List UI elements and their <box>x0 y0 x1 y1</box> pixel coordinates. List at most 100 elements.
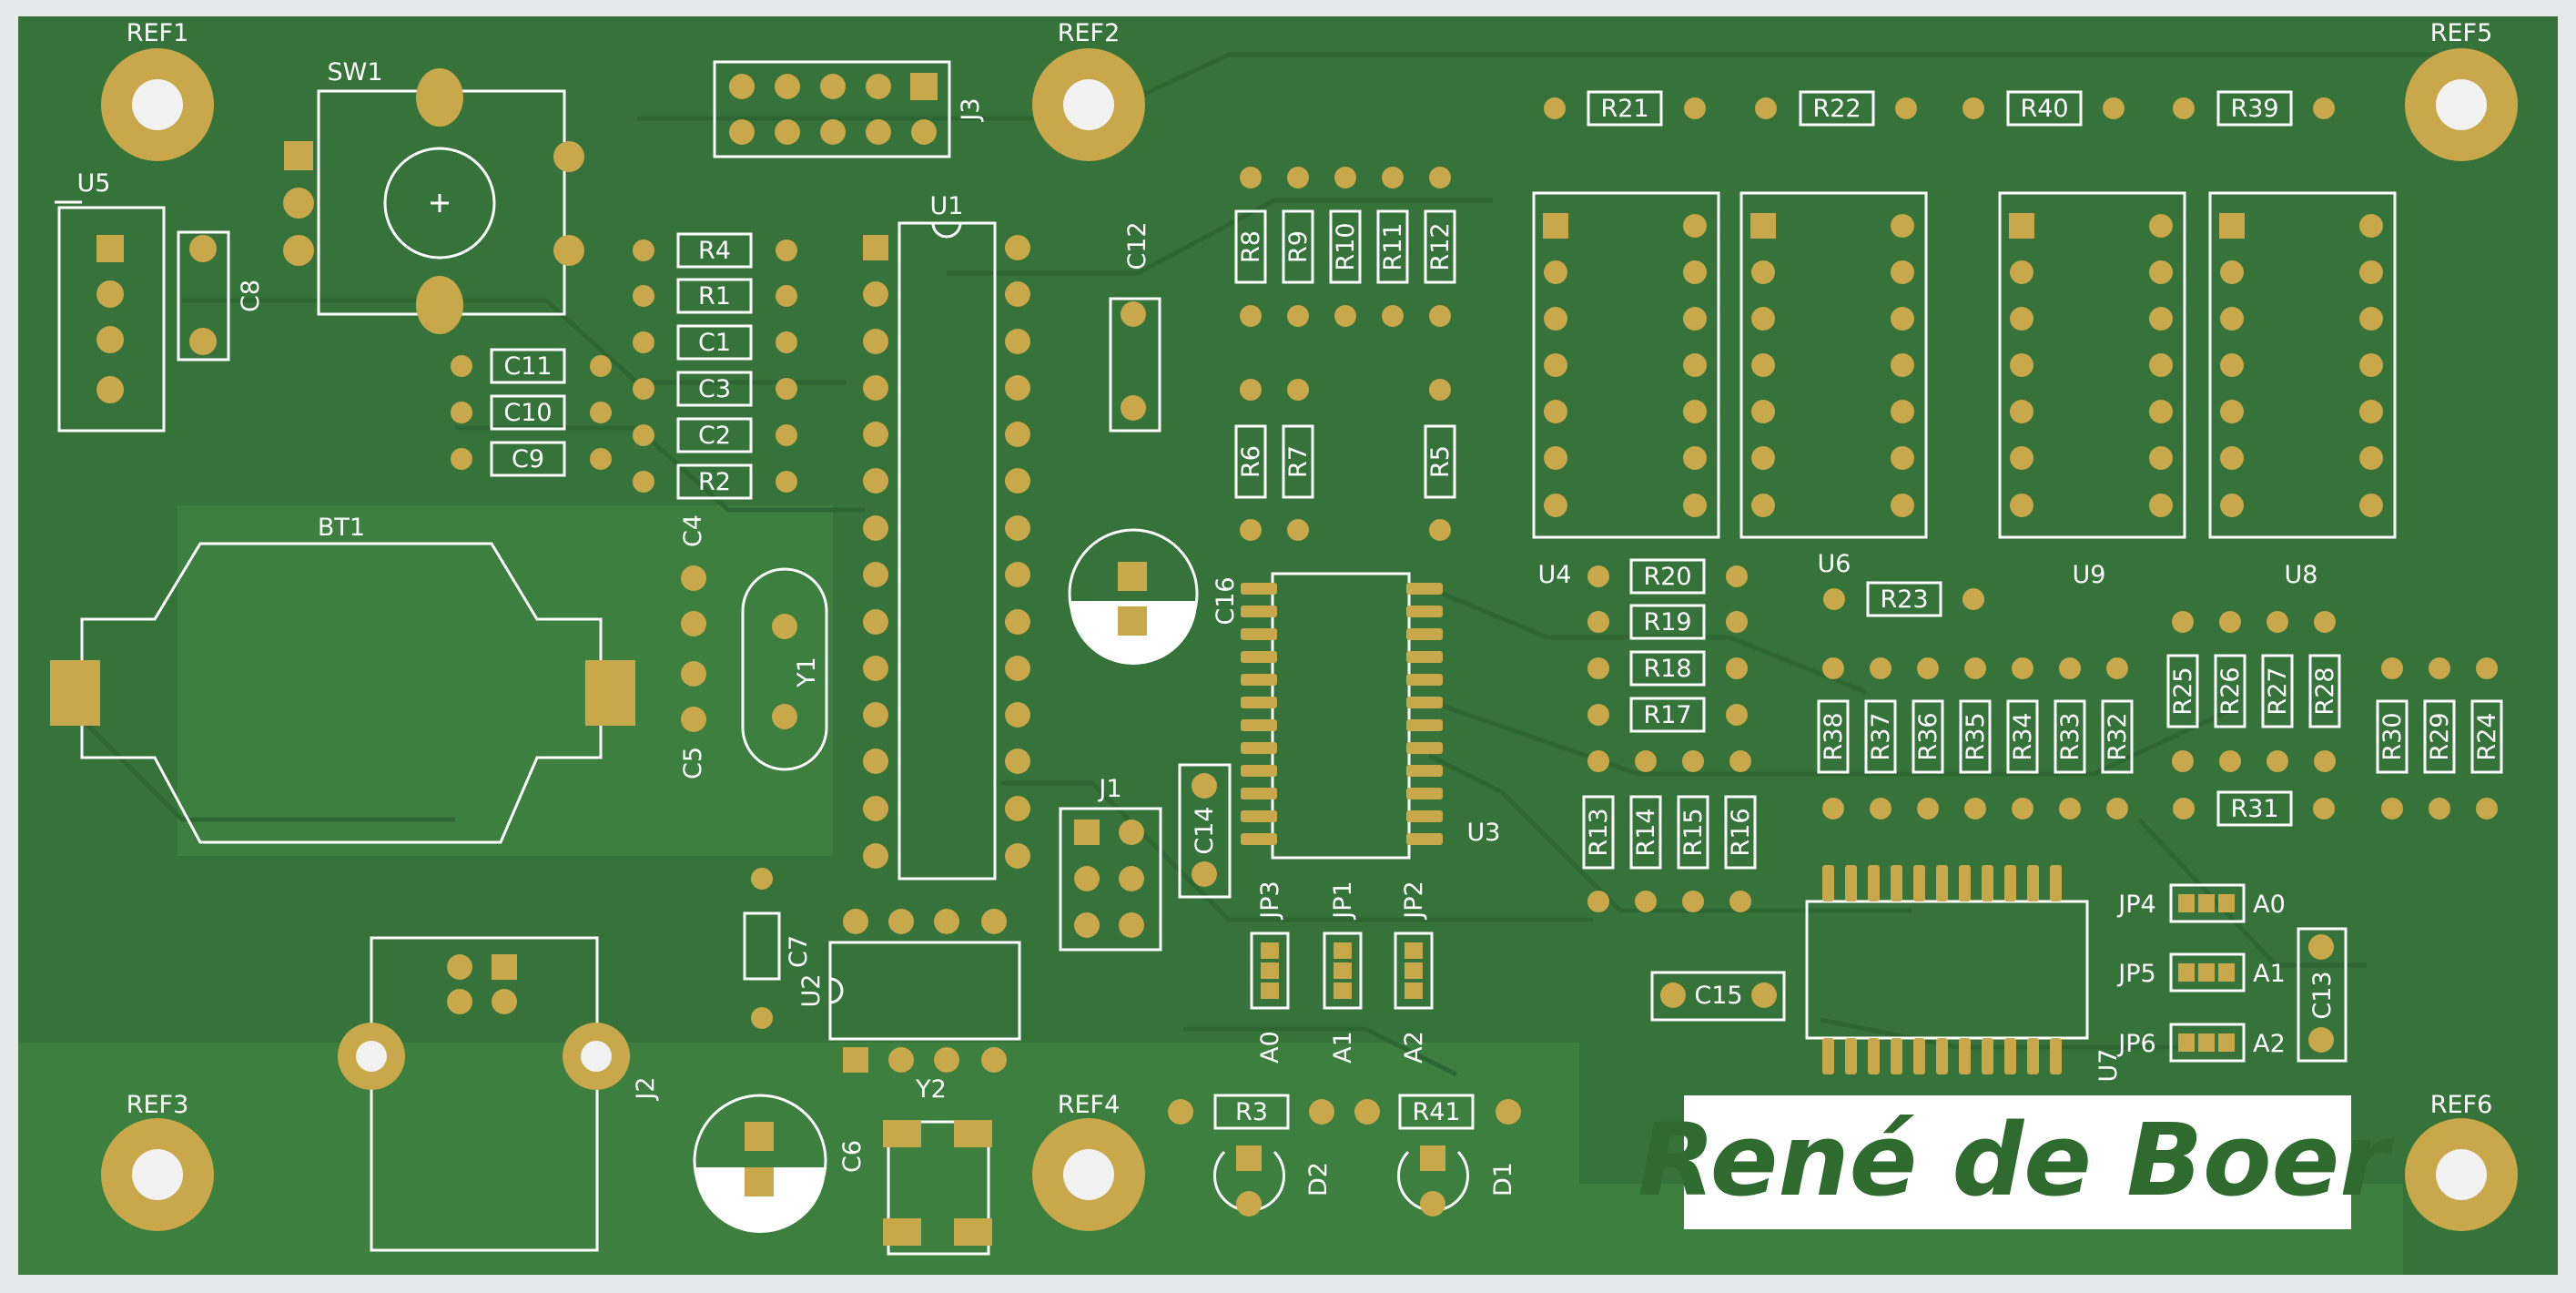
label-R12: R12 <box>1426 222 1455 270</box>
label-JP4: JP4 <box>2116 891 2155 919</box>
label-SW1: SW1 <box>327 58 382 87</box>
label-R6: R6 <box>1237 445 1265 478</box>
label-U9: U9 <box>2073 561 2106 589</box>
label-JP2: JP2 <box>1400 881 1428 920</box>
label-R3: R3 <box>1235 1098 1268 1126</box>
dip-sockets <box>1532 191 2397 539</box>
label-REF2: REF2 <box>1058 19 1121 47</box>
label-JP1: JP1 <box>1329 881 1357 920</box>
label-U6: U6 <box>1818 550 1851 578</box>
label-R21: R21 <box>1600 95 1648 123</box>
label-R22: R22 <box>1812 95 1861 123</box>
label-R40: R40 <box>2020 95 2068 123</box>
label-JP5: JP5 <box>2116 960 2155 988</box>
label-C9: C9 <box>512 445 544 473</box>
mounting-holes <box>101 48 2518 1231</box>
label-C15: C15 <box>1694 982 1742 1010</box>
label-C7: C7 <box>785 935 813 968</box>
label-R39: R39 <box>2230 95 2278 123</box>
label-R26: R26 <box>2216 667 2245 715</box>
label-U8: U8 <box>2285 561 2318 589</box>
label-R11: R11 <box>1379 222 1407 270</box>
label-R41: R41 <box>1412 1098 1460 1126</box>
label-R30: R30 <box>2378 712 2407 760</box>
label-R20: R20 <box>1643 563 1691 591</box>
label-C11: C11 <box>503 352 552 381</box>
label-R33: R33 <box>2056 712 2084 760</box>
label-R8: R8 <box>1237 230 1265 263</box>
label-C2: C2 <box>698 422 731 450</box>
label-REF4: REF4 <box>1058 1091 1121 1119</box>
label-Y1: Y1 <box>793 657 821 688</box>
label-U1: U1 <box>930 192 964 220</box>
label-R1: R1 <box>698 282 731 311</box>
label-R16: R16 <box>1727 808 1755 856</box>
label-C3: C3 <box>698 375 731 403</box>
label-J1: J1 <box>1097 775 1121 803</box>
label-REF6: REF6 <box>2430 1091 2493 1119</box>
label-R31: R31 <box>2230 795 2278 823</box>
label-R5: R5 <box>1426 445 1455 478</box>
label-R25: R25 <box>2169 667 2197 715</box>
left-passives <box>451 232 797 500</box>
label-C14: C14 <box>1191 806 1219 854</box>
label-REF5: REF5 <box>2430 19 2493 47</box>
label-A2-right: A2 <box>2253 1030 2286 1058</box>
label-R15: R15 <box>1679 808 1708 856</box>
label-A0: A0 <box>1256 1031 1284 1064</box>
label-R19: R19 <box>1643 608 1691 636</box>
label-C8: C8 <box>237 280 265 312</box>
label-C4: C4 <box>679 514 707 547</box>
u1-pins <box>863 235 1030 869</box>
label-R35: R35 <box>1962 712 1990 760</box>
label-R9: R9 <box>1284 230 1313 263</box>
label-C1: C1 <box>698 329 731 357</box>
label-R14: R14 <box>1632 808 1660 856</box>
label-R4: R4 <box>698 237 731 265</box>
label-REF1: REF1 <box>127 19 189 47</box>
label-R34: R34 <box>2009 712 2037 760</box>
label-R36: R36 <box>1914 712 1942 760</box>
label-R37: R37 <box>1867 712 1895 760</box>
label-U3: U3 <box>1467 819 1501 847</box>
label-BT1: BT1 <box>318 514 365 542</box>
label-R23: R23 <box>1880 585 1928 614</box>
label-A2: A2 <box>1400 1031 1428 1064</box>
label-R17: R17 <box>1643 701 1691 729</box>
label-U2: U2 <box>797 974 826 1008</box>
label-A1: A1 <box>1329 1031 1357 1064</box>
label-R18: R18 <box>1643 655 1691 683</box>
top-right-resistors <box>1544 90 2335 127</box>
label-D1: D1 <box>1489 1162 1517 1196</box>
label-C5: C5 <box>679 747 707 779</box>
label-JP3: JP3 <box>1256 881 1284 920</box>
label-R24: R24 <box>2473 712 2501 760</box>
jumpers-bottom <box>1250 932 1434 1010</box>
label-J3: J3 <box>957 97 985 122</box>
label-R10: R10 <box>1332 222 1360 270</box>
label-R38: R38 <box>1820 712 1848 760</box>
label-U5: U5 <box>77 169 111 198</box>
label-R7: R7 <box>1284 445 1313 478</box>
label-R27: R27 <box>2264 667 2292 715</box>
silkscreen-labels: REF1 REF2 REF5 REF3 REF4 REF6 SW1 U5 C8 … <box>77 19 2501 1196</box>
signature-text: René de Boer <box>1638 1102 2395 1218</box>
label-U7: U7 <box>2094 1049 2123 1083</box>
label-C12: C12 <box>1123 221 1151 270</box>
label-JP6: JP6 <box>2116 1030 2155 1058</box>
label-C10: C10 <box>503 399 552 427</box>
mid-resistors <box>1587 558 2335 827</box>
label-D2: D2 <box>1304 1162 1333 1196</box>
label-R29: R29 <box>2426 712 2454 760</box>
label-R2: R2 <box>698 468 731 496</box>
label-Y2: Y2 <box>915 1075 947 1104</box>
label-R28: R28 <box>2311 667 2339 715</box>
label-J2: J2 <box>632 1076 660 1101</box>
label-U4: U4 <box>1538 561 1572 589</box>
label-REF3: REF3 <box>127 1091 189 1119</box>
signature-plate <box>1684 1095 2351 1229</box>
label-C13: C13 <box>2308 971 2337 1019</box>
vertical-resistors-top <box>1234 167 1456 541</box>
label-C6: C6 <box>838 1140 867 1173</box>
